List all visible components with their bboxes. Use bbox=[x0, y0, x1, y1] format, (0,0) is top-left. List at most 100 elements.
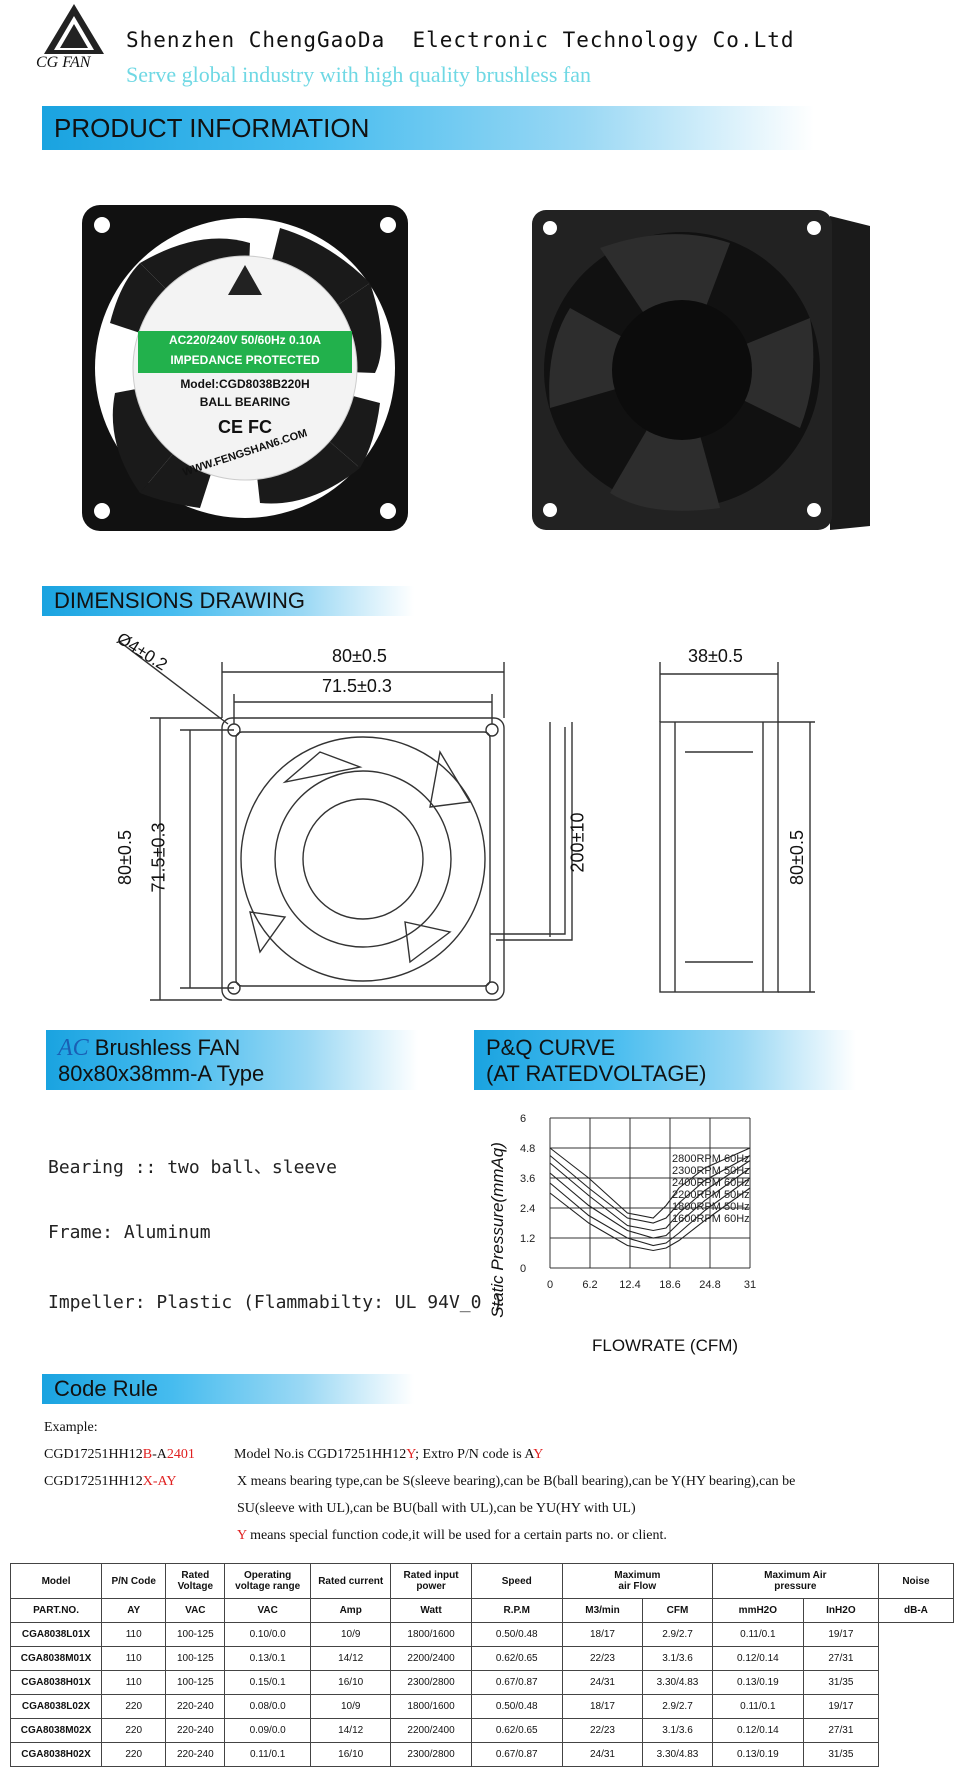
th-speed: Speed bbox=[470, 1563, 563, 1599]
spec-table: Model P/N Code Rated Voltage Operating v… bbox=[9, 1563, 955, 1767]
cell-operating-range: 100-125 bbox=[165, 1622, 226, 1647]
y-tick-label: 1.2 bbox=[520, 1233, 535, 1245]
code-example-2-desc: X means bearing type,can be S(sleeve bea… bbox=[237, 1474, 796, 1489]
x-tick-label: 18.6 bbox=[659, 1279, 680, 1291]
series-label: 2200RPM 50Hz bbox=[672, 1189, 750, 1201]
cell-operating-range: 100-125 bbox=[165, 1646, 226, 1671]
cell-inh2o: 0.11/0.1 bbox=[711, 1622, 804, 1647]
unit-cfm: CFM bbox=[642, 1598, 713, 1623]
code-2-a: CGD17251HH12 bbox=[44, 1474, 143, 1489]
cell-m3min: 0.50/0.48 bbox=[470, 1694, 563, 1719]
cell-m3min: 0.67/0.87 bbox=[470, 1670, 563, 1695]
th-air-pressure: Maximum Air pressure bbox=[711, 1563, 879, 1599]
cell-rated-current: 0.08/0.0 bbox=[224, 1694, 312, 1719]
code-4-y: Y bbox=[237, 1528, 247, 1543]
cell-operating-range: 220-240 bbox=[165, 1718, 226, 1743]
spec-bearing: Bearing :: two ball、sleeve bbox=[48, 1157, 337, 1178]
cell-rated-power: 16/10 bbox=[310, 1742, 392, 1767]
cell-rated-power: 14/12 bbox=[310, 1718, 392, 1743]
x-tick-label: 6.2 bbox=[582, 1279, 597, 1291]
label-line-2: IMPEDANCE PROTECTED bbox=[170, 353, 320, 367]
logo-text: CG FAN bbox=[36, 54, 91, 71]
unit-amp: Amp bbox=[310, 1598, 392, 1623]
cell-cfm: 22/23 bbox=[561, 1718, 644, 1743]
unit-watt: Watt bbox=[390, 1598, 472, 1623]
th-noise: Noise bbox=[877, 1563, 955, 1599]
dim-lead-length: 200±10 bbox=[567, 812, 588, 873]
code-1-b: B bbox=[142, 1447, 153, 1462]
label-line-5: CE FC bbox=[218, 417, 272, 437]
cell-m3min: 0.62/0.65 bbox=[470, 1646, 563, 1671]
code-1-desc-b: Y bbox=[406, 1447, 416, 1462]
dim-inner-height: 71.5±0.3 bbox=[148, 822, 169, 893]
th-operating-range: Operating voltage range bbox=[224, 1563, 312, 1599]
ac-prefix: AC bbox=[58, 1035, 89, 1061]
cell-speed: 2300/2800 bbox=[390, 1742, 472, 1767]
logo-triangle-icon bbox=[44, 4, 104, 54]
th-pn-code: P/N Code bbox=[101, 1563, 167, 1599]
cell-model: CGA8038H02X bbox=[9, 1742, 103, 1767]
cell-operating-range: 100-125 bbox=[165, 1670, 226, 1695]
unit-inh2o: InH2O bbox=[802, 1598, 879, 1623]
code-1-desc-d: Y bbox=[533, 1447, 544, 1462]
cell-rated-voltage: 110 bbox=[101, 1622, 167, 1647]
section-dimensions-drawing: DIMENSIONS DRAWING bbox=[42, 586, 414, 616]
cell-operating-range: 220-240 bbox=[165, 1742, 226, 1767]
cell-rated-voltage: 110 bbox=[101, 1670, 167, 1695]
cell-speed: 1800/1600 bbox=[390, 1694, 472, 1719]
dim-depth: 38±0.5 bbox=[688, 646, 743, 666]
series-label: 1600RPM 60Hz bbox=[672, 1213, 750, 1225]
unit-mmh2o: mmH2O bbox=[711, 1598, 804, 1623]
code-1-c: -A bbox=[152, 1447, 167, 1462]
company-name: Shenzhen ChengGaoDa Electronic Technolog… bbox=[126, 28, 795, 52]
pq-subtitle: (AT RATEDVOLTAGE) bbox=[486, 1061, 707, 1086]
unit-partno: PART.NO. bbox=[9, 1598, 103, 1623]
series-line bbox=[549, 1155, 751, 1224]
table-header-row: Model P/N Code Rated Voltage Operating v… bbox=[9, 1563, 955, 1599]
dimensions-drawing: Ø4±0.2 80±0.5 71.5±0.3 80±0.5 71.5±0.3 2… bbox=[110, 629, 830, 1012]
dim-outer-width: 80±0.5 bbox=[332, 646, 387, 666]
cell-speed: 2300/2800 bbox=[390, 1670, 472, 1695]
cell-speed: 2200/2400 bbox=[390, 1646, 472, 1671]
th-rated-voltage: Rated Voltage bbox=[165, 1563, 226, 1599]
code-1-a: CGD17251HH12 bbox=[44, 1447, 143, 1462]
x-tick-label: 0 bbox=[547, 1279, 553, 1291]
cell-rated-current: 0.11/0.1 bbox=[224, 1742, 312, 1767]
cell-noise: 31/35 bbox=[802, 1670, 879, 1695]
x-tick-label: 12.4 bbox=[619, 1279, 640, 1291]
cell-inh2o: 0.12/0.14 bbox=[711, 1718, 804, 1743]
unit-vac-2: VAC bbox=[224, 1598, 312, 1623]
code-1-desc-c: ; Extro P/N code is A bbox=[415, 1447, 534, 1462]
series-label: 1800RPM 50Hz bbox=[672, 1201, 750, 1213]
cell-rated-voltage: 220 bbox=[101, 1694, 167, 1719]
code-2-b: X-AY bbox=[142, 1474, 177, 1489]
label-line-1: AC220/240V 50/60Hz 0.10A bbox=[168, 333, 322, 347]
y-tick-label: 3.6 bbox=[520, 1173, 535, 1185]
cell-model: CGA8038L01X bbox=[9, 1622, 103, 1647]
fan-title: Brushless FAN bbox=[88, 1035, 241, 1060]
cell-mmh2o: 3.1/3.6 bbox=[642, 1718, 713, 1743]
cell-m3min: 0.67/0.87 bbox=[470, 1742, 563, 1767]
cell-m3min: 0.62/0.65 bbox=[470, 1718, 563, 1743]
cell-model: CGA8038M01X bbox=[9, 1646, 103, 1671]
cell-rated-voltage: 110 bbox=[101, 1646, 167, 1671]
cell-rated-power: 16/10 bbox=[310, 1670, 392, 1695]
cell-model: CGA8038H01X bbox=[9, 1670, 103, 1695]
code-1-desc-a: Model No.is CGD17251HH12 bbox=[234, 1447, 407, 1462]
fan-back-photo bbox=[530, 208, 875, 533]
label-line-3: Model:CGD8038B220H bbox=[180, 377, 310, 391]
dim-inner-width: 71.5±0.3 bbox=[322, 676, 392, 696]
pn-code-cell: AY bbox=[101, 1598, 167, 1623]
x-tick-label: 31 bbox=[744, 1279, 756, 1291]
cell-model: CGA8038M02X bbox=[9, 1718, 103, 1743]
pq-ylabel: Static Pressure(mmAq) bbox=[487, 1142, 507, 1318]
code-example-1: CGD17251HH12B-A2401 bbox=[44, 1447, 195, 1463]
cell-inh2o: 0.13/0.19 bbox=[711, 1742, 804, 1767]
th-rated-power: Rated input power bbox=[390, 1563, 472, 1599]
cell-rated-current: 0.10/0.0 bbox=[224, 1622, 312, 1647]
cell-noise: 19/17 bbox=[802, 1622, 879, 1647]
